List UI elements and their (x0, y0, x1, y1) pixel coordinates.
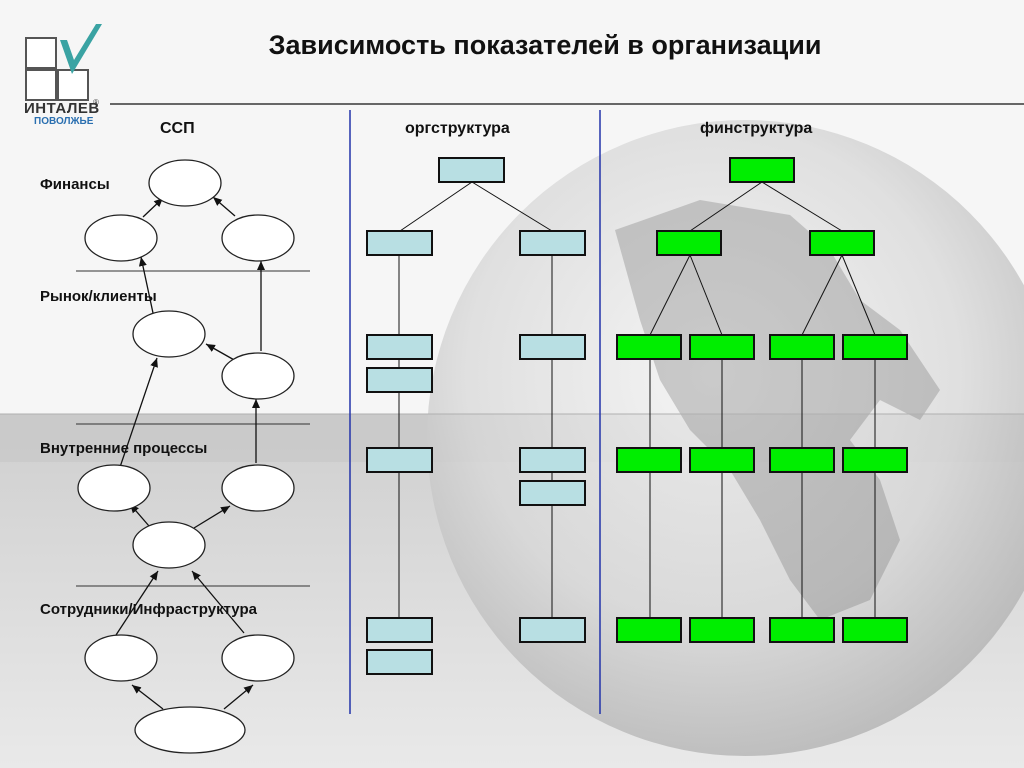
fin-box-process-4 (842, 447, 908, 473)
ssp-node-finance-right (221, 214, 295, 262)
logo-registered-mark: ® (93, 98, 99, 107)
fin-box-market-3 (769, 334, 835, 360)
fin-box-staff-1 (616, 617, 682, 643)
org-box-left-staff-1 (366, 617, 433, 643)
ssp-node-process-right (221, 464, 295, 512)
fin-box-l1-right (809, 230, 875, 256)
fin-box-process-1 (616, 447, 682, 473)
column-header-org: оргструктура (405, 120, 510, 137)
fin-box-staff-2 (689, 617, 755, 643)
fin-box-process-3 (769, 447, 835, 473)
ssp-node-staff-left (84, 634, 158, 682)
logo-name: ИНТАЛЕВ (24, 100, 100, 117)
ssp-arrows (115, 196, 265, 710)
logo-region: ПОВОЛЖЬЕ (34, 116, 94, 127)
ssp-node-process-left (77, 464, 151, 512)
ssp-node-staff-right (221, 634, 295, 682)
company-logo (22, 22, 112, 132)
fin-box-root (729, 157, 795, 183)
fin-box-market-2 (689, 334, 755, 360)
fin-box-market-1 (616, 334, 682, 360)
org-box-right-staff (519, 617, 586, 643)
fin-box-market-4 (842, 334, 908, 360)
ssp-node-market-top (132, 310, 206, 358)
perspective-market: Рынок/клиенты (40, 288, 157, 305)
ssp-node-market-right (221, 352, 295, 400)
perspective-processes: Внутренние процессы (40, 440, 208, 457)
org-box-right-process-2 (519, 480, 586, 506)
ssp-node-finance-top (148, 159, 222, 207)
ssp-nodes (77, 159, 295, 754)
column-header-ssp: ССП (160, 120, 195, 137)
fin-box-l1-left (656, 230, 722, 256)
org-box-l1-left (366, 230, 433, 256)
org-box-l1-right (519, 230, 586, 256)
perspective-finance: Финансы (40, 176, 110, 193)
fin-box-staff-3 (769, 617, 835, 643)
org-box-root (438, 157, 505, 183)
ssp-node-staff-bottom (134, 706, 246, 754)
ssp-node-finance-left (84, 214, 158, 262)
fin-connectors (649, 181, 876, 618)
org-box-left-process (366, 447, 433, 473)
ssp-node-process-bottom (132, 521, 206, 569)
fin-box-staff-4 (842, 617, 908, 643)
org-box-left-staff-2 (366, 649, 433, 675)
org-box-right-market (519, 334, 586, 360)
org-boxes (366, 157, 586, 675)
slide-title: Зависимость показателей в организации (268, 30, 822, 60)
column-header-fin: финструктура (700, 120, 813, 137)
perspective-staff: Сотрудники/Инфраструктура (40, 601, 257, 618)
fin-box-process-2 (689, 447, 755, 473)
org-box-left-market-1 (366, 334, 433, 360)
fin-boxes (616, 157, 908, 643)
org-box-left-market-2 (366, 367, 433, 393)
org-box-right-process-1 (519, 447, 586, 473)
